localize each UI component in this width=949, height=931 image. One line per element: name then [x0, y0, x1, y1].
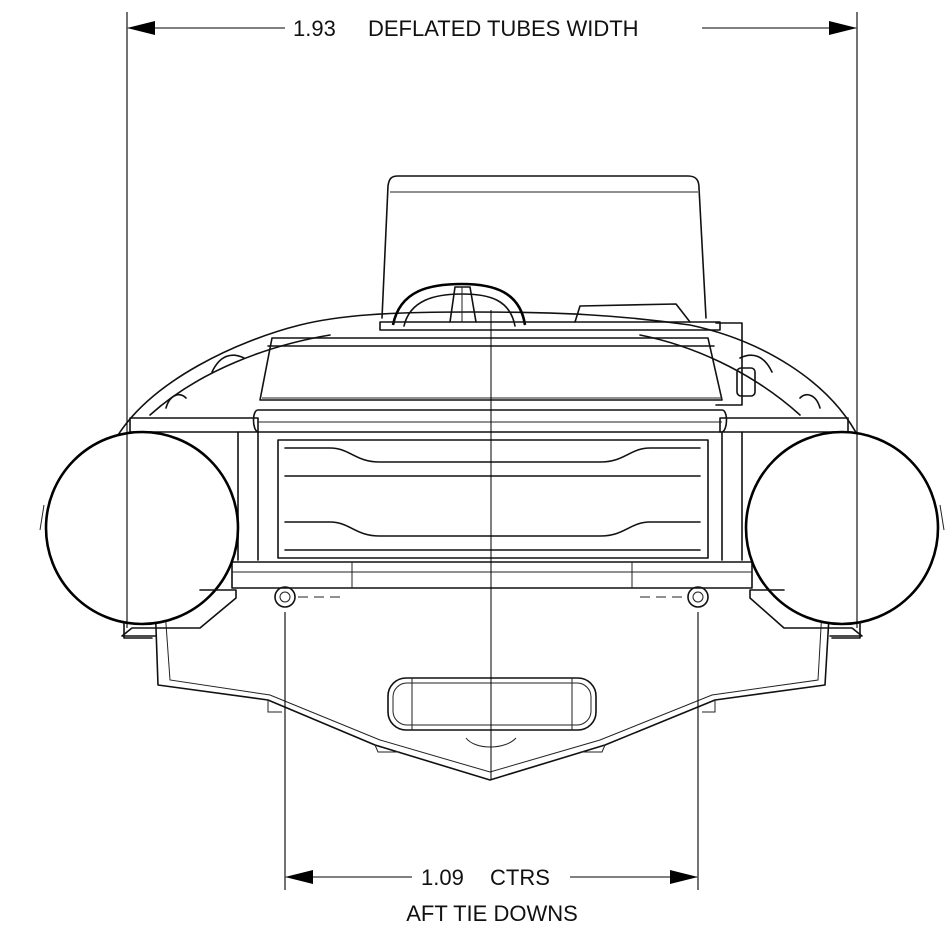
hull — [114, 311, 861, 781]
port-tie-down-icon — [274, 586, 340, 608]
overall-width-dimension: 1.93 DEFLATED TUBES WIDTH — [126, 12, 858, 628]
overall-width-label: DEFLATED TUBES WIDTH — [368, 16, 639, 41]
tie-spacing-label: CTRS — [490, 865, 550, 890]
tie-spacing-sublabel: AFT TIE DOWNS — [406, 901, 578, 926]
steering-wheel — [391, 282, 527, 327]
port-tube — [39, 430, 240, 639]
tie-down-spacing-dimension: 1.09 CTRS AFT TIE DOWNS — [284, 612, 699, 926]
stern-frame — [129, 409, 849, 589]
overall-width-value: 1.93 — [293, 16, 336, 41]
starboard-tie-down-icon — [640, 586, 709, 608]
starboard-tube — [744, 430, 945, 639]
tie-spacing-value: 1.09 — [421, 865, 464, 890]
windshield — [381, 175, 707, 319]
console — [165, 303, 821, 409]
